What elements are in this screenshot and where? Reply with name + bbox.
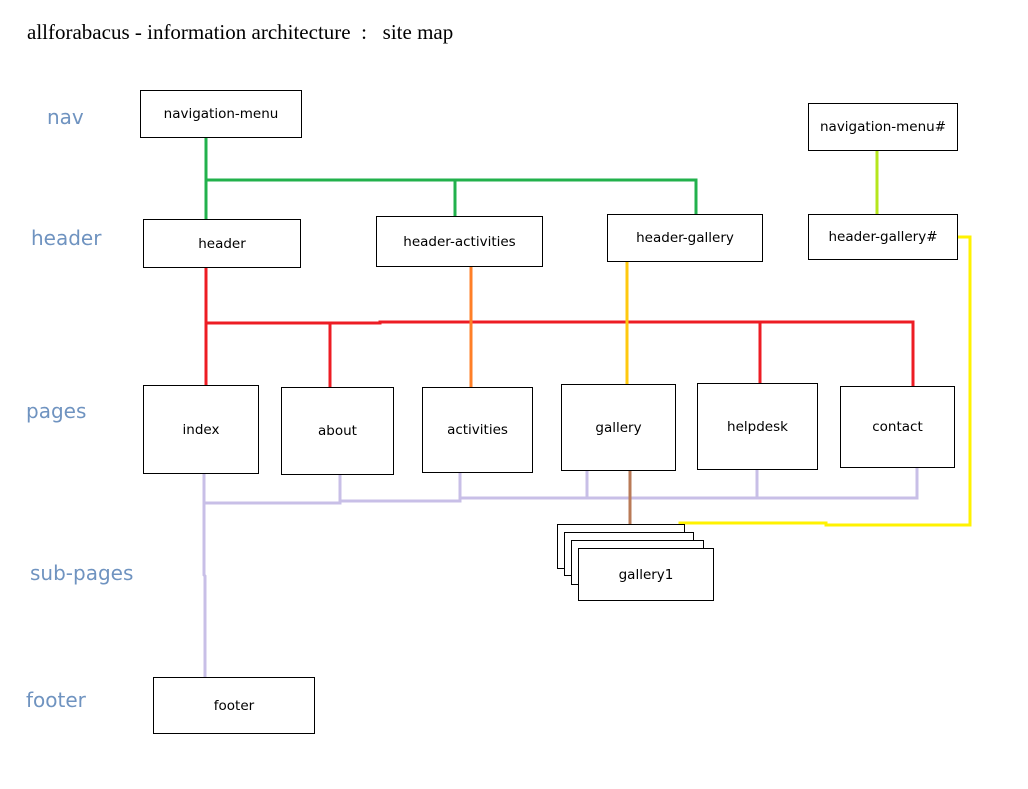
contact-page-node: contact xyxy=(840,386,955,468)
gallery-alt-connector-line xyxy=(678,235,972,527)
nav-connector-line xyxy=(204,137,698,216)
row-label-footer: footer xyxy=(26,688,86,712)
diagram-title: allforabacus - information architecture … xyxy=(27,20,454,44)
row-label-nav: nav xyxy=(47,105,84,129)
index-page-node: index xyxy=(143,385,259,474)
helpdesk-page-node: helpdesk xyxy=(697,383,818,470)
gallery1-subpage-node: gallery1 xyxy=(578,548,714,601)
header-gallery-alt-node: header-gallery# xyxy=(808,214,958,260)
pages-connector-line xyxy=(204,320,915,389)
navigation-menu-node: navigation-menu xyxy=(140,90,302,138)
gallery-page-node: gallery xyxy=(561,384,676,471)
pages-connectors xyxy=(204,266,915,389)
about-page-node: about xyxy=(281,387,394,475)
footer-connector-line xyxy=(202,472,207,679)
footer-node: footer xyxy=(153,677,315,734)
row-label-pages: pages xyxy=(26,399,87,423)
activities-page-node: activities xyxy=(422,387,533,473)
navigation-menu-alt-node: navigation-menu# xyxy=(808,103,958,151)
header-node: header xyxy=(143,219,301,268)
row-label-sub-pages: sub-pages xyxy=(30,561,134,585)
nav-connectors xyxy=(204,137,698,221)
footer-connectors xyxy=(202,466,919,679)
header-activities-node: header-activities xyxy=(376,216,543,267)
header-gallery-node: header-gallery xyxy=(607,214,763,262)
footer-connector-line xyxy=(202,466,919,505)
row-label-header: header xyxy=(31,226,102,250)
